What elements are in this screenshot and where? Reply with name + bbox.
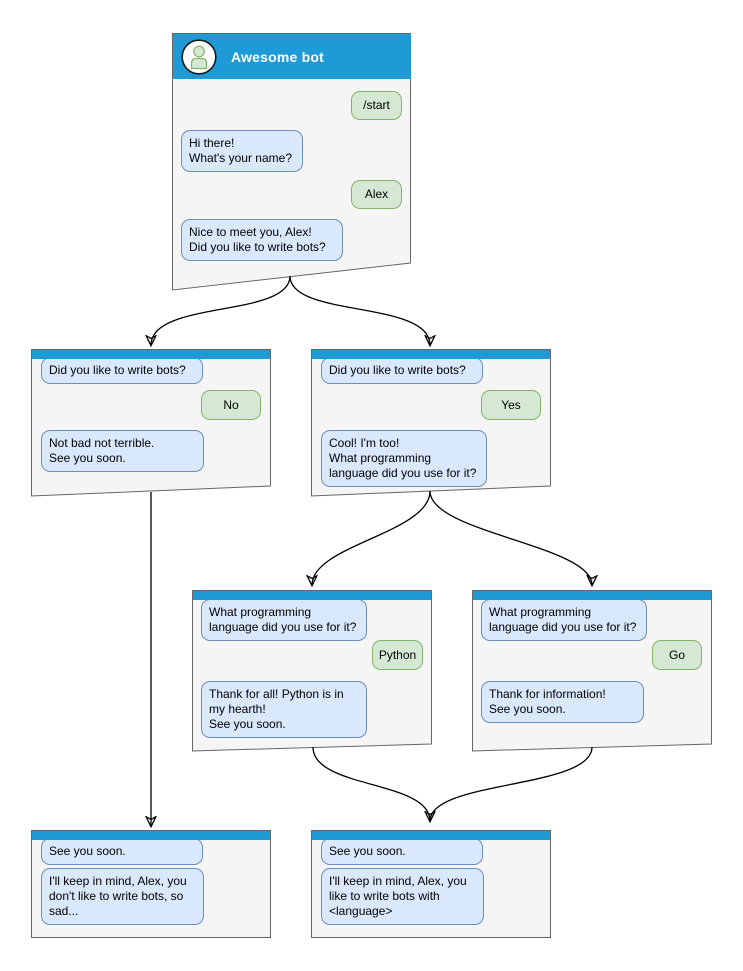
window-titlebar-strip (312, 831, 550, 840)
bot-bubble-question: See you soon. (41, 838, 203, 865)
bot-bubble-question: Did you like to write bots? (321, 357, 483, 384)
chat-window-root: Awesome bot /start Hi there! What's your… (172, 33, 412, 291)
user-bubble-name: Alex (351, 180, 402, 209)
chat-window-end-no: See you soon. I'll keep in mind, Alex, y… (31, 830, 271, 938)
window-title: Awesome bot (231, 48, 324, 65)
window-titlebar-strip (32, 831, 270, 840)
bot-bubble-reply: Thank for information! See you soon. (481, 681, 644, 723)
chat-window-no: Did you like to write bots? No Not bad n… (31, 349, 271, 497)
connector-go-to-end (429, 746, 593, 822)
bot-bubble-reply: I'll keep in mind, Alex, you don't like … (41, 868, 204, 925)
window-titlebar-strip (193, 591, 431, 600)
window-titlebar-strip (473, 591, 711, 600)
chat-window-python: What programming language did you use fo… (192, 590, 432, 752)
connector-python-to-end (312, 746, 430, 821)
bot-bubble-question: What programming language did you use fo… (201, 599, 367, 641)
connector-yes-to-go (429, 490, 592, 585)
bot-bubble-reply: Not bad not terrible. See you soon. (41, 430, 204, 472)
window-titlebar-strip (32, 350, 270, 359)
chat-window-end-yes: See you soon. I'll keep in mind, Alex, y… (311, 830, 551, 938)
bot-bubble-question: What programming language did you use fo… (481, 599, 647, 641)
window-titlebar-strip (312, 350, 550, 359)
user-bubble-answer-python: Python (372, 640, 423, 670)
user-bubble-answer-yes: Yes (481, 390, 541, 420)
bot-bubble-greeting: Hi there! What's your name? (181, 130, 303, 172)
window-titlebar: Awesome bot (173, 34, 411, 79)
chat-window-go: What programming language did you use fo… (472, 590, 712, 752)
bot-bubble-reply: I'll keep in mind, Alex, you like to wri… (321, 868, 484, 925)
user-bubble-answer-go: Go (652, 640, 702, 670)
connector-yes-to-python (312, 490, 431, 585)
bot-bubble-question: Did you like to write bots? (41, 357, 203, 384)
chat-window-yes: Did you like to write bots? Yes Cool! I'… (311, 349, 551, 497)
user-bubble-start-command: /start (351, 91, 402, 120)
bot-bubble-reply: Thank for all! Python is in my hearth! S… (201, 681, 367, 738)
bot-avatar-icon (181, 38, 217, 75)
bot-bubble-follow-up: Nice to meet you, Alex! Did you like to … (181, 219, 343, 261)
bot-bubble-question: See you soon. (321, 838, 483, 865)
bot-bubble-reply: Cool! I'm too! What programming language… (321, 430, 487, 487)
user-bubble-answer-no: No (201, 390, 261, 420)
